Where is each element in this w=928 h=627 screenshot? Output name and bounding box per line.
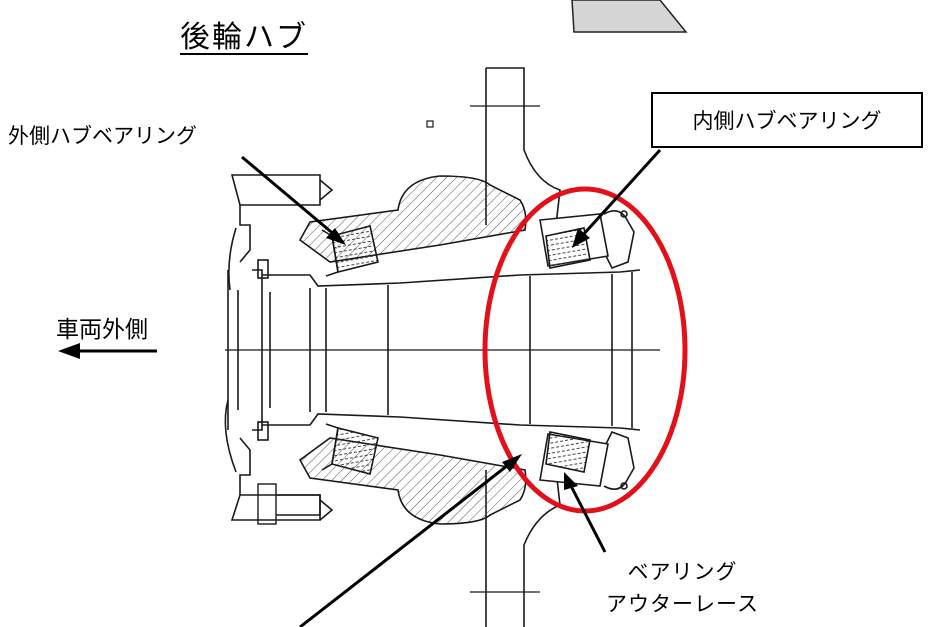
outer-race-label-line1: ベアリング bbox=[627, 560, 738, 584]
leader-lines bbox=[58, 148, 662, 627]
inner-bearing-label-box: 内側ハブベアリング bbox=[651, 92, 923, 148]
inner-bearing-arrowhead bbox=[572, 228, 590, 248]
bottom-leader bbox=[299, 460, 513, 627]
vehicle-outer-label: 車両外側 bbox=[56, 317, 148, 343]
outer-race-label: ベアリング アウターレース bbox=[606, 556, 759, 620]
outer-bearing-leader bbox=[241, 155, 337, 238]
outer-bearing-label: 外側ハブベアリング bbox=[8, 124, 197, 148]
outer-race-label-line2: アウターレース bbox=[606, 592, 759, 616]
outer-race-leader bbox=[568, 483, 607, 553]
vehicle-outer-arrowhead bbox=[58, 343, 80, 359]
hub-drawing bbox=[224, 67, 660, 627]
inner-bearing-leader bbox=[580, 148, 662, 238]
diagram-title: 後輪ハブ bbox=[180, 20, 308, 55]
bottom-leader-arrowhead bbox=[502, 454, 522, 472]
top-grey-shape bbox=[571, 0, 688, 33]
outer-bearing-arrowhead bbox=[326, 228, 346, 245]
inner-bearing-label: 内側ハブベアリング bbox=[692, 109, 882, 133]
outer-race-arrowhead bbox=[564, 472, 578, 490]
